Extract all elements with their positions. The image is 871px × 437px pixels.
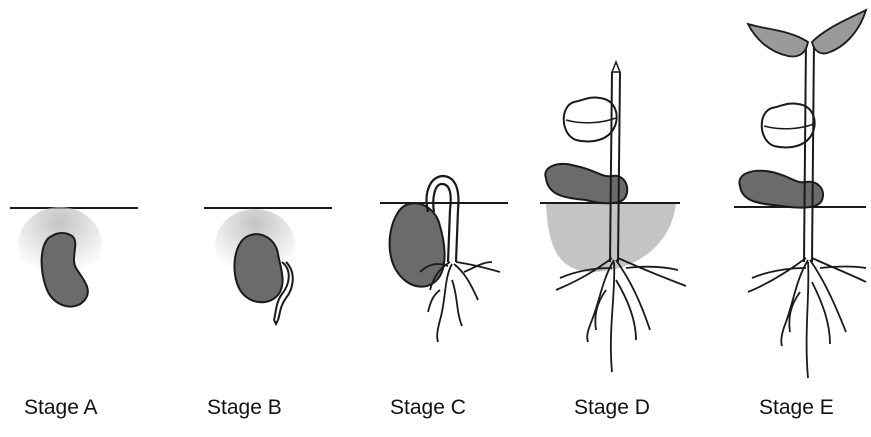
seed-coat <box>564 97 617 141</box>
roots <box>748 258 866 378</box>
seed <box>234 234 282 302</box>
cotyledon <box>739 171 823 208</box>
stage-c-label: Stage C <box>390 396 466 420</box>
stage-b-drawing <box>204 208 332 324</box>
seed-coat <box>762 103 815 147</box>
stage-d-label: Stage D <box>574 396 650 420</box>
stage-a-label: Stage A <box>24 396 98 420</box>
stage-b-label: Stage B <box>207 396 282 420</box>
root-tip <box>274 320 278 324</box>
shoot-tip <box>612 62 620 72</box>
cotyledon <box>545 164 627 203</box>
left-leaf <box>748 24 808 56</box>
stem <box>804 40 814 262</box>
stage-e-label: Stage E <box>759 396 834 420</box>
stage-e-drawing <box>734 10 866 378</box>
stage-a-drawing <box>10 207 138 307</box>
stage-d-drawing <box>540 62 686 372</box>
stage-c-drawing <box>380 176 508 342</box>
roots <box>556 258 686 372</box>
right-leaf <box>812 10 866 54</box>
